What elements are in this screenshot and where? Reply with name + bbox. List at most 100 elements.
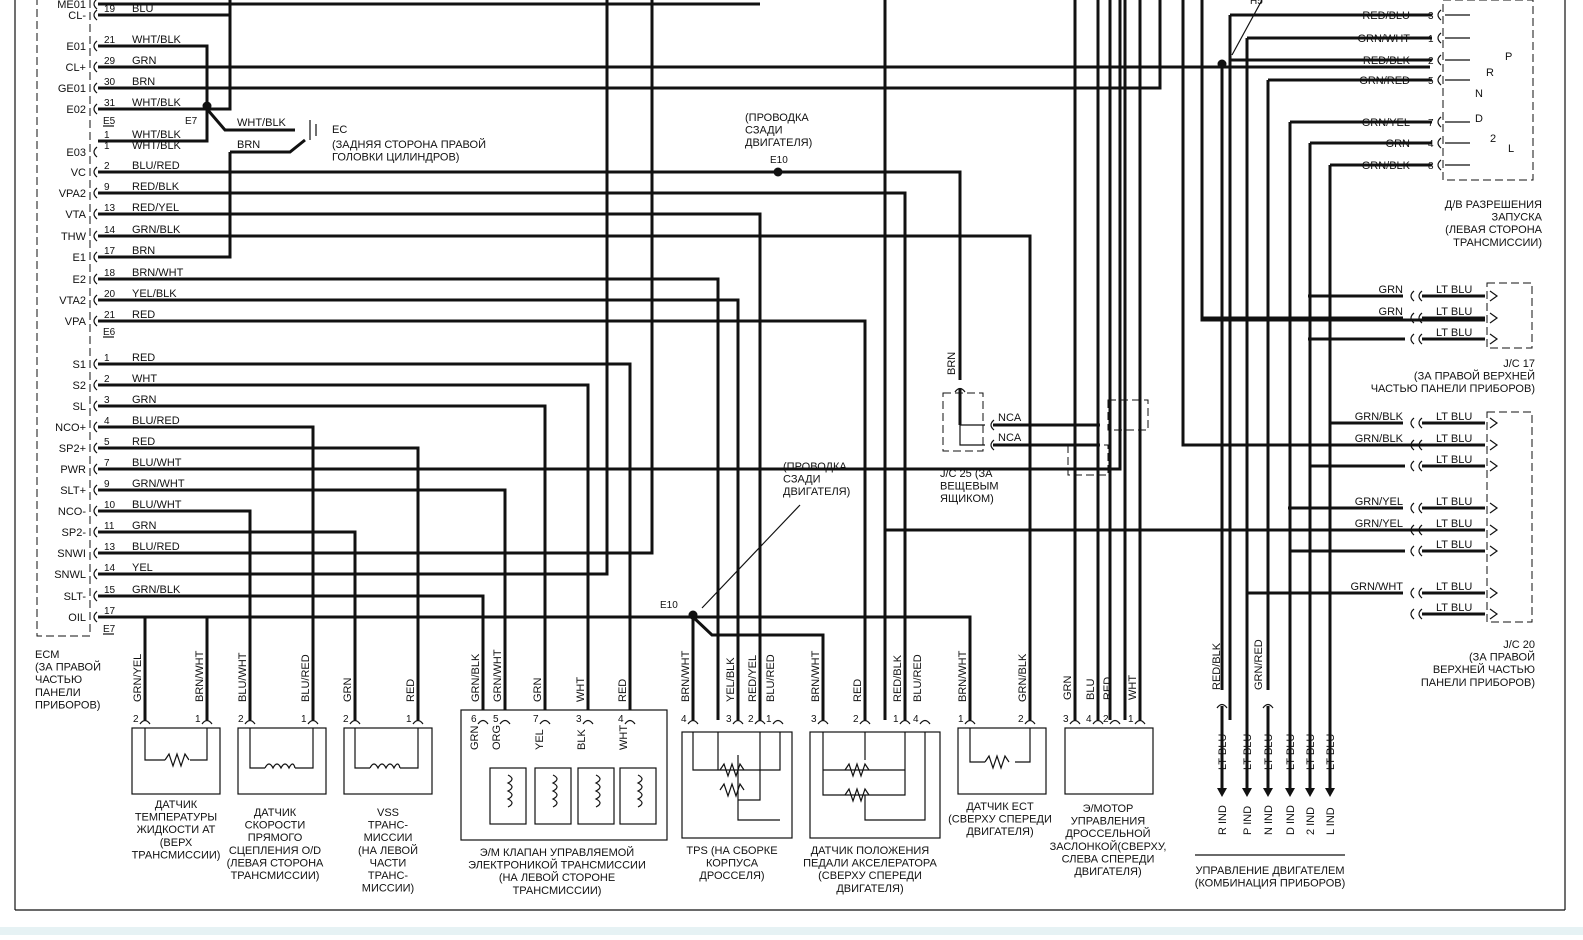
wire-color-label: YEL/BLK: [132, 288, 177, 300]
ecm-pin-name: SNWL: [54, 569, 86, 581]
wire-color-label: RED: [617, 679, 629, 702]
wires: [98, 0, 1485, 832]
wire-color-label: LT BLU: [1436, 454, 1472, 466]
resistor: [984, 754, 1010, 770]
wire-ground-bot: [230, 138, 306, 154]
ecm-pin-name: E2: [73, 274, 86, 286]
sensor-internal: [249, 728, 314, 769]
solenoid-caption: ТРАНСМИССИИ): [513, 885, 602, 897]
jc-jack: [1410, 608, 1415, 620]
arrow-head: [1263, 788, 1273, 797]
at-temp-caption: ДАТЧИК: [155, 799, 198, 811]
pin-number: 5: [493, 714, 499, 725]
jc-arrow: [1489, 312, 1499, 324]
bottom-strip: [0, 927, 1583, 935]
wire-jc17: [1200, 0, 1485, 322]
pin-number: 7: [1428, 118, 1434, 129]
ecm-pin-number: 4: [104, 416, 110, 427]
coil: [594, 774, 601, 808]
coil: [264, 763, 296, 770]
pin-number: 3: [1428, 11, 1434, 22]
ecm-pin-name: SLT+: [60, 485, 86, 497]
jc-jack: [1418, 312, 1423, 324]
vss-caption: ТРАНС-: [368, 870, 409, 882]
vss-caption: ЧАСТИ: [370, 857, 407, 869]
splice-code: H5: [1250, 0, 1263, 7]
wire-nco+: [98, 425, 315, 720]
ecm-caption: ПРИБОРОВ): [35, 699, 100, 711]
solenoid-caption: (НА ЛЕВОЙ СТОРОНЕ: [499, 871, 615, 884]
ecm-pin-name: VPA: [65, 316, 87, 328]
jc25-caption: ВЕЩЕВЫМ: [940, 481, 999, 493]
solenoid-caption: ЭЛЕКТРОНИКОЙ ТРАНСМИССИИ: [468, 859, 646, 872]
jc25-internal: [959, 424, 985, 446]
wire-color-label: WHT/BLK: [132, 129, 182, 141]
wire-color-label: LT BLU: [1436, 433, 1472, 445]
pin-number: 4: [1086, 714, 1092, 725]
ecm-outline: [36, 0, 91, 637]
jc-arrow: [1489, 417, 1499, 429]
wire-color-label: GRN/BLK: [1355, 433, 1404, 445]
gauge-jack: [1216, 703, 1228, 709]
od-speed-caption: ДАТЧИК: [254, 807, 297, 819]
splice-caption: (ПРОВОДКА: [745, 112, 809, 124]
wire-color-label: WHT/BLK: [132, 34, 182, 46]
wire-color-label: BLU/WHT: [132, 499, 182, 511]
splice-caption: ДВИГАТЕЛЯ): [745, 137, 812, 149]
switch-jack: [1437, 9, 1442, 21]
wire-color-label: WHT: [575, 677, 587, 702]
pin-number: 3: [726, 714, 732, 725]
pedal-caption: ДВИГАТЕЛЯ): [836, 883, 903, 895]
switch-jack: [1437, 32, 1442, 44]
jc25-caption: J/C 25 (ЗА: [940, 468, 993, 480]
wire-color-label: GRN/BLK: [1017, 653, 1029, 702]
wire-color-label: YEL/BLK: [725, 657, 737, 702]
jc25-caption: ЯЩИКОМ): [940, 493, 994, 505]
wire-color-label: GRN/YEL: [1355, 496, 1403, 508]
connector-code: E5: [103, 116, 116, 127]
pin-number: 1: [301, 714, 307, 725]
ecm-pin-jack: [93, 379, 98, 391]
ecm-pin-name: SLT-: [64, 591, 87, 603]
wire-color-label: LT BLU: [1436, 581, 1472, 593]
ecm-pin-name: ME01: [57, 0, 86, 11]
component-jack: [539, 719, 551, 725]
switch-contact: P: [1505, 51, 1512, 63]
wire-e02-up: [207, 0, 232, 111]
ecm-pin-jack: [93, 421, 98, 433]
ecm-pin-jack: [93, 442, 98, 454]
pin-number: 3: [811, 714, 817, 725]
indicator-label: D IND: [1285, 805, 1297, 835]
switch-caption: ТРАНСМИССИИ): [1453, 237, 1542, 249]
wire-vta2: [98, 298, 740, 720]
ecm-pin-number: 20: [104, 289, 116, 300]
pointer-line: [1231, 0, 1263, 56]
solenoid-coil-box: [619, 767, 657, 825]
vss-box: [343, 727, 433, 795]
pin-number: 2: [343, 714, 349, 725]
ecm-pin-number: 5: [104, 437, 110, 448]
component-jack: [1024, 719, 1036, 725]
wire-color-label: WHT/BLK: [132, 140, 182, 152]
switch-jack: [1437, 116, 1442, 128]
ecm-caption: (ЗА ПРАВОЙ: [35, 661, 101, 674]
wire-color-label: LT BLU: [1305, 734, 1317, 770]
wire-color-label: LT BLU: [1436, 306, 1472, 318]
ecm-pin-jack: [93, 590, 98, 602]
component-jack: [859, 719, 871, 725]
splice-caption: СЗАДИ: [783, 474, 821, 486]
ecm-pin-number: 17: [104, 606, 116, 617]
ecm-pin-name: CL+: [66, 62, 87, 74]
ecm-pin-name: VPA2: [59, 188, 86, 200]
jc-arrow: [1489, 524, 1499, 536]
od-speed-box: [237, 727, 327, 795]
pin-number: 1: [766, 714, 772, 725]
wire-color-label: GRN/RED: [1253, 639, 1265, 690]
ecm-pin-number: 7: [104, 458, 110, 469]
wire-color-label: GRN/BLK: [132, 224, 181, 236]
solenoid-caption: Э/М КЛАПАН УПРАВЛЯЕМОЙ: [480, 846, 634, 859]
jc-jack: [1410, 333, 1415, 345]
splice-code: E10: [770, 155, 788, 166]
coil: [551, 774, 558, 808]
